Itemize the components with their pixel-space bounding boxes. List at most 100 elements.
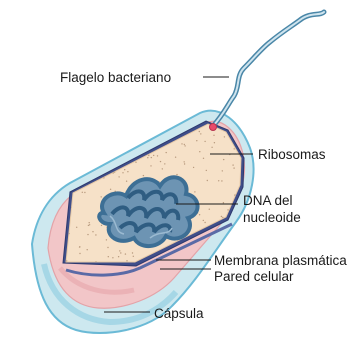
ribosome-dot bbox=[69, 147, 70, 148]
ribosome-dot bbox=[127, 171, 128, 172]
ribosome-dot bbox=[234, 246, 235, 247]
ribosome-dot bbox=[120, 252, 121, 253]
ribosome-dot bbox=[218, 180, 219, 181]
ribosome-dot bbox=[106, 239, 107, 240]
ribosome-dot bbox=[175, 157, 176, 158]
ribosome-dot bbox=[200, 133, 201, 134]
ribosome-dot bbox=[122, 144, 123, 145]
ribosome-dot bbox=[109, 156, 110, 157]
ribosome-dot bbox=[150, 165, 151, 166]
ribosome-dot bbox=[211, 147, 212, 148]
ribosome-dot bbox=[92, 231, 93, 232]
ribosome-dot bbox=[235, 235, 236, 236]
ribosome-dot bbox=[87, 249, 88, 250]
ribosome-dot bbox=[181, 143, 182, 144]
ribosome-dot bbox=[204, 222, 205, 223]
ribosome-dot bbox=[213, 135, 214, 136]
ribosome-dot bbox=[221, 180, 222, 181]
ribosome-dot bbox=[82, 192, 83, 193]
ribosome-dot bbox=[152, 135, 153, 136]
ribosome-dot bbox=[119, 250, 120, 251]
ribosome-dot bbox=[118, 256, 119, 257]
ribosome-dot bbox=[133, 256, 134, 257]
ribosome-dot bbox=[151, 157, 152, 158]
ribosome-dot bbox=[80, 131, 81, 132]
ribosome-dot bbox=[124, 169, 125, 170]
ribosome-dot bbox=[121, 124, 122, 125]
ribosome-dot bbox=[221, 216, 222, 217]
ribosome-dot bbox=[209, 209, 210, 210]
ribosome-dot bbox=[79, 246, 80, 247]
ribosome-dot bbox=[211, 261, 212, 262]
ribosome-dot bbox=[164, 163, 165, 164]
ribosome-dot bbox=[196, 140, 197, 141]
ribosome-dot bbox=[80, 142, 81, 143]
ribosome-dot bbox=[204, 141, 205, 142]
ribosome-dot bbox=[163, 125, 164, 126]
ribosome-dot bbox=[162, 168, 163, 169]
ribosome-dot bbox=[69, 165, 70, 166]
ribosome-dot bbox=[76, 227, 77, 228]
ribosome-dot bbox=[147, 157, 148, 158]
ribosome-dot bbox=[122, 172, 123, 173]
ribosome-dot bbox=[95, 122, 96, 123]
ribosome-dot bbox=[184, 144, 185, 145]
ribosome-dot bbox=[96, 128, 97, 129]
ribosome-dot bbox=[146, 122, 147, 123]
ribosome-dot bbox=[222, 217, 223, 218]
ribosome-dot bbox=[199, 214, 200, 215]
ribosome-dot bbox=[75, 158, 76, 159]
ribosome-dot bbox=[234, 148, 235, 149]
ribosome-dot bbox=[70, 143, 71, 144]
ribosome-dot bbox=[81, 141, 82, 142]
ribosome-dot bbox=[80, 124, 81, 125]
ribosome-dot bbox=[145, 134, 146, 135]
ribosome-dot bbox=[160, 129, 161, 130]
ribosome-dot bbox=[135, 162, 136, 163]
ribosome-dot bbox=[80, 145, 81, 146]
ribosome-dot bbox=[176, 174, 177, 175]
ribosome-dot bbox=[125, 253, 126, 254]
ribosome-dot bbox=[89, 222, 90, 223]
ribosome-dot bbox=[74, 174, 75, 175]
ribosome-dot bbox=[232, 164, 233, 165]
ribosome-dot bbox=[126, 181, 127, 182]
ribosome-dot bbox=[110, 189, 111, 190]
ribosome-dot bbox=[194, 191, 195, 192]
ribosome-dot bbox=[98, 165, 99, 166]
ribosome-dot bbox=[152, 129, 153, 130]
ribosome-dot bbox=[108, 256, 109, 257]
ribosome-dot bbox=[160, 161, 161, 162]
ribosome-dot bbox=[68, 156, 69, 157]
ribosome-dot bbox=[81, 151, 82, 152]
ribosome-dot bbox=[143, 175, 144, 176]
ribosome-dot bbox=[112, 257, 113, 258]
ribosome-dot bbox=[222, 170, 223, 171]
ribosome-dot bbox=[88, 168, 89, 169]
ribosome-dot bbox=[134, 126, 135, 127]
ribosome-dot bbox=[224, 136, 225, 137]
ribosomes-label: Ribosomas bbox=[258, 147, 326, 162]
ribosome-dot bbox=[184, 163, 185, 164]
ribosome-dot bbox=[101, 225, 102, 226]
ribosome-dot bbox=[68, 125, 69, 126]
ribosome-dot bbox=[126, 260, 127, 261]
ribosome-dot bbox=[132, 134, 133, 135]
ribosome-dot bbox=[199, 151, 200, 152]
ribosome-dot bbox=[85, 168, 86, 169]
ribosome-dot bbox=[84, 192, 85, 193]
ribosome-dot bbox=[136, 137, 137, 138]
ribosome-dot bbox=[184, 161, 185, 162]
ribosome-dot bbox=[86, 156, 87, 157]
flagellum bbox=[210, 12, 325, 131]
ribosome-dot bbox=[132, 252, 133, 253]
ribosome-dot bbox=[184, 145, 185, 146]
ribosome-dot bbox=[77, 172, 78, 173]
ribosome-dot bbox=[118, 176, 119, 177]
ribosome-dot bbox=[214, 142, 215, 143]
ribosome-dot bbox=[143, 134, 144, 135]
ribosome-dot bbox=[87, 168, 88, 169]
ribosome-dot bbox=[66, 260, 67, 261]
ribosome-dot bbox=[72, 177, 73, 178]
